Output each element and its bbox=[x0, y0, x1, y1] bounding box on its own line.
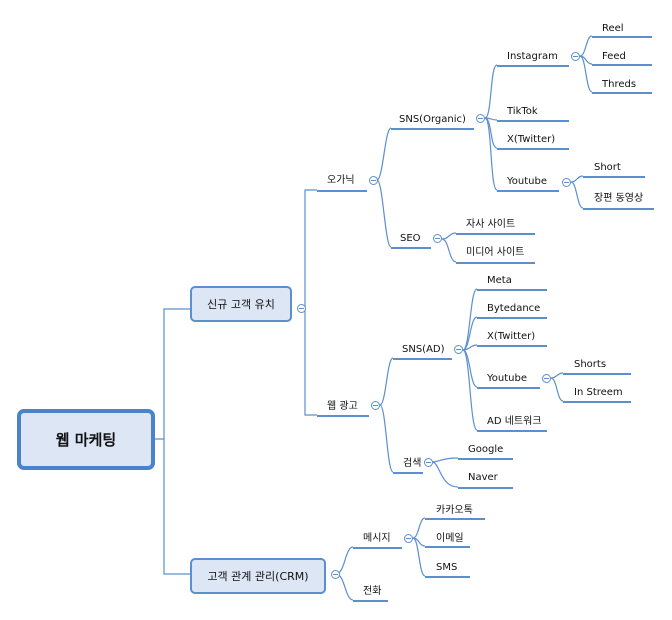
collapse-icon[interactable] bbox=[424, 458, 433, 467]
collapse-icon[interactable] bbox=[404, 534, 413, 543]
node-search[interactable]: 검색 bbox=[403, 458, 422, 469]
node-underline bbox=[477, 317, 547, 319]
node-shorts[interactable]: Shorts bbox=[574, 359, 607, 370]
node-underline bbox=[563, 373, 631, 375]
node-google[interactable]: Google bbox=[468, 444, 504, 455]
node-web-ads[interactable]: 웹 광고 bbox=[327, 401, 358, 412]
node-underline bbox=[477, 430, 547, 432]
node-meta[interactable]: Meta bbox=[487, 275, 512, 286]
node-long-video[interactable]: 장편 동영상 bbox=[594, 193, 644, 204]
node-underline bbox=[458, 487, 513, 489]
node-youtube[interactable]: Youtube bbox=[507, 176, 547, 187]
node-crm[interactable]: 고객 관계 관리(CRM) bbox=[190, 558, 326, 594]
node-sms[interactable]: SMS bbox=[436, 562, 458, 573]
node-underline bbox=[497, 190, 559, 192]
root-node[interactable]: 웹 마케팅 bbox=[17, 409, 155, 470]
node-kakaotalk[interactable]: 카카오톡 bbox=[436, 505, 473, 516]
node-underline bbox=[391, 128, 474, 130]
collapse-icon[interactable] bbox=[571, 52, 580, 61]
node-underline bbox=[477, 387, 540, 389]
collapse-icon[interactable] bbox=[371, 401, 380, 410]
collapse-icon[interactable] bbox=[369, 176, 378, 185]
node-phone[interactable]: 전화 bbox=[363, 586, 382, 597]
node-underline bbox=[425, 518, 485, 520]
collapse-icon[interactable] bbox=[454, 345, 463, 354]
node-own-site[interactable]: 자사 사이트 bbox=[466, 219, 516, 230]
node-underline bbox=[425, 576, 470, 578]
node-underline bbox=[425, 546, 470, 548]
node-underline bbox=[583, 176, 645, 178]
collapse-icon[interactable] bbox=[542, 374, 551, 383]
node-seo[interactable]: SEO bbox=[400, 233, 421, 244]
node-underline bbox=[497, 120, 569, 122]
node-underline bbox=[353, 600, 388, 602]
node-ad-network[interactable]: AD 네트워크 bbox=[487, 416, 542, 427]
node-youtube-ad[interactable]: Youtube bbox=[487, 373, 527, 384]
node-message[interactable]: 메시지 bbox=[363, 533, 391, 544]
node-underline bbox=[317, 415, 369, 417]
collapse-icon[interactable] bbox=[433, 234, 442, 243]
node-email[interactable]: 이메일 bbox=[436, 533, 464, 544]
node-underline bbox=[456, 233, 535, 235]
collapse-icon[interactable] bbox=[297, 304, 306, 313]
node-underline bbox=[456, 262, 535, 264]
root-label: 웹 마케팅 bbox=[55, 431, 117, 449]
node-underline bbox=[497, 148, 569, 150]
node-organic[interactable]: 오가닉 bbox=[327, 175, 355, 186]
node-feed[interactable]: Feed bbox=[602, 51, 626, 62]
node-threds[interactable]: Threds bbox=[602, 79, 637, 90]
collapse-icon[interactable] bbox=[476, 114, 485, 123]
node-underline bbox=[592, 92, 652, 94]
collapse-icon[interactable] bbox=[562, 178, 571, 187]
node-new-customer[interactable]: 신규 고객 유치 bbox=[190, 286, 292, 322]
node-label: 고객 관계 관리(CRM) bbox=[207, 570, 309, 583]
collapse-icon[interactable] bbox=[331, 570, 340, 579]
node-sns-organic[interactable]: SNS(Organic) bbox=[399, 114, 466, 125]
node-tiktok[interactable]: TikTok bbox=[507, 106, 538, 117]
node-underline bbox=[317, 190, 367, 192]
node-in-streem[interactable]: In Streem bbox=[574, 387, 623, 398]
node-underline bbox=[592, 36, 652, 38]
node-underline bbox=[477, 345, 547, 347]
node-instagram[interactable]: Instagram bbox=[507, 51, 558, 62]
node-naver[interactable]: Naver bbox=[468, 472, 498, 483]
node-x-twitter-ad[interactable]: X(Twitter) bbox=[487, 331, 536, 342]
node-underline bbox=[497, 65, 569, 67]
node-underline bbox=[563, 401, 631, 403]
node-underline bbox=[477, 289, 547, 291]
node-underline bbox=[592, 64, 652, 66]
node-underline bbox=[458, 458, 513, 460]
node-underline bbox=[583, 208, 654, 210]
node-bytedance[interactable]: Bytedance bbox=[487, 303, 541, 314]
node-underline bbox=[393, 472, 423, 474]
node-short[interactable]: Short bbox=[594, 162, 621, 173]
node-underline bbox=[353, 547, 402, 549]
node-underline bbox=[391, 247, 431, 249]
node-underline bbox=[393, 358, 452, 360]
node-label: 신규 고객 유치 bbox=[207, 298, 275, 311]
node-media-site[interactable]: 미디어 사이트 bbox=[466, 247, 525, 258]
node-sns-ad[interactable]: SNS(AD) bbox=[402, 344, 445, 355]
node-x-twitter[interactable]: X(Twitter) bbox=[507, 134, 556, 145]
node-reel[interactable]: Reel bbox=[602, 23, 624, 34]
